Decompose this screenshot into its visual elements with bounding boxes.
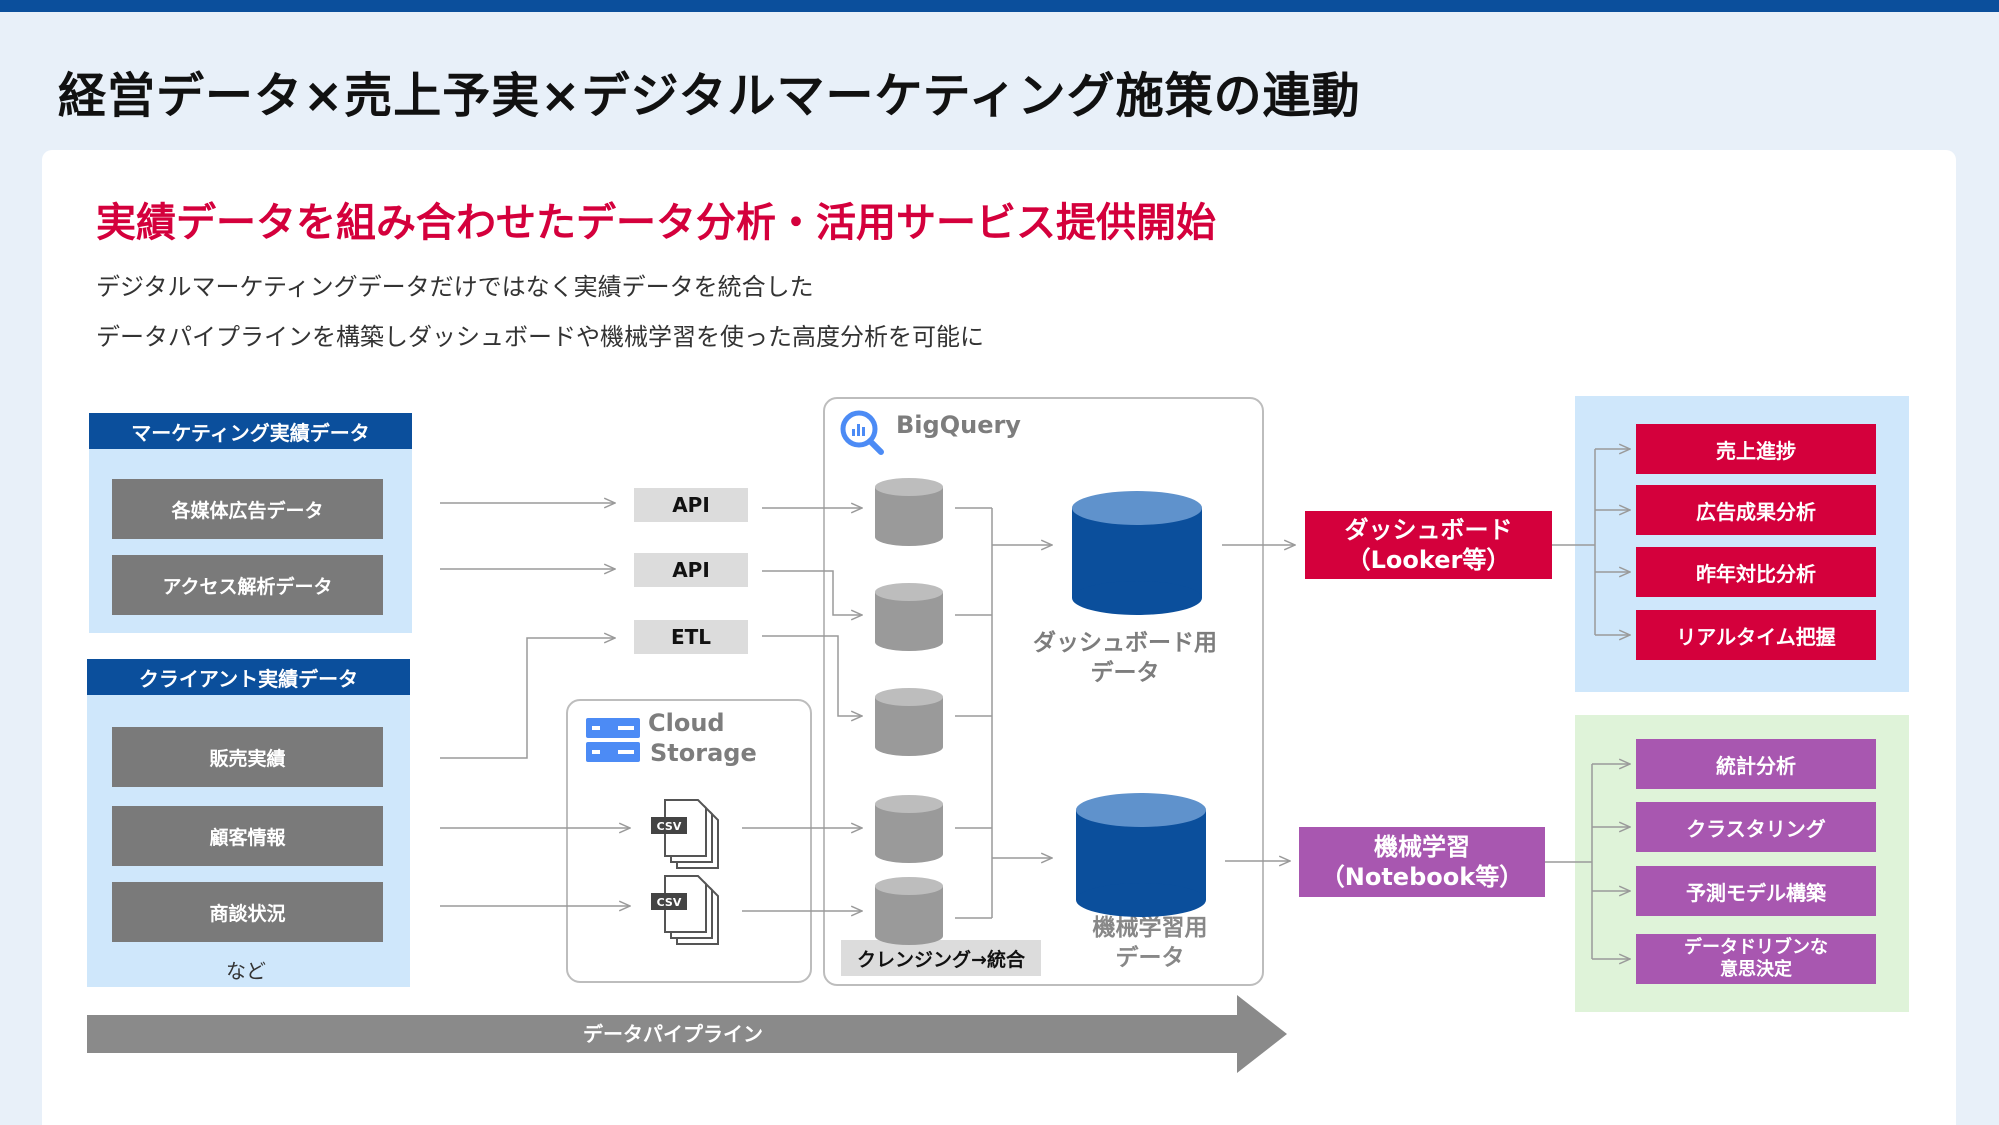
csv-badge-1	[651, 817, 687, 834]
output-data-driven-line-1: データドリブンな	[1684, 937, 1828, 958]
client-data-title: クライアント実績データ	[87, 659, 410, 695]
csv-label-2: CSV	[657, 896, 682, 909]
merge-lines	[955, 507, 1052, 919]
output-data-driven: データドリブンな 意思決定	[1636, 934, 1876, 984]
output-arrows	[1222, 449, 1630, 959]
source-item-deals: 商談状況	[112, 882, 383, 942]
ml-box: 機械学習 （Notebook等）	[1299, 827, 1545, 897]
staging-table-3	[875, 688, 943, 756]
bigquery-icon	[840, 410, 884, 455]
ml-data-label-1: 機械学習用	[1092, 915, 1208, 941]
dashboard-datamart-icon	[1072, 491, 1202, 615]
pipeline-label: データパイプライン	[583, 1022, 763, 1046]
source-item-analytics-data: アクセス解析データ	[112, 555, 383, 615]
csv-badge-2	[651, 893, 687, 910]
output-prediction: 予測モデル構築	[1636, 866, 1876, 916]
source-item-customer: 顧客情報	[112, 806, 383, 866]
connector-api-2: API	[634, 553, 748, 587]
staging-table-1	[875, 478, 943, 546]
output-clustering: クラスタリング	[1636, 802, 1876, 852]
source-item-sales: 販売実績	[112, 727, 383, 787]
cleansing-label: クレンジング→統合	[841, 940, 1041, 976]
staging-table-5	[875, 877, 943, 945]
page-title: 経営データ×売上予実×デジタルマーケティング施策の連動	[58, 68, 1361, 124]
pipeline-arrow	[87, 995, 1287, 1073]
dashboard-box-line-2: （Looker等）	[1346, 546, 1511, 574]
connector-api-1: API	[634, 488, 748, 522]
connector-etl: ETL	[634, 620, 748, 654]
staging-table-4	[875, 795, 943, 863]
output-yoy-analysis: 昨年対比分析	[1636, 547, 1876, 597]
dashboard-data-label-1: ダッシュボード用	[1033, 630, 1217, 656]
output-sales-progress: 売上進捗	[1636, 424, 1876, 474]
headline: 実績データを組み合わせたデータ分析・活用サービス提供開始	[96, 200, 1216, 246]
staging-tables	[875, 478, 943, 945]
source-note: など	[226, 959, 266, 983]
cloud-storage-title-2: Storage	[650, 739, 757, 767]
ml-data-label-2: データ	[1115, 945, 1185, 971]
output-realtime: リアルタイム把握	[1636, 610, 1876, 660]
top-accent-bar	[0, 0, 1999, 12]
staging-table-2	[875, 583, 943, 651]
output-statistics: 統計分析	[1636, 739, 1876, 789]
output-data-driven-line-2: 意思決定	[1720, 959, 1792, 980]
cloud-storage-icon	[586, 718, 640, 762]
description-line-2: データパイプラインを構築しダッシュボードや機械学習を使った高度分析を可能に	[96, 323, 984, 351]
output-ad-performance: 広告成果分析	[1636, 485, 1876, 535]
ml-datamart-icon	[1076, 793, 1206, 917]
dashboard-data-label-2: データ	[1090, 660, 1160, 686]
connector-arrows	[742, 508, 862, 911]
cloud-storage-title-1: Cloud	[648, 709, 725, 737]
ml-box-line-2: （Notebook等）	[1320, 863, 1524, 891]
ml-box-line-1: 機械学習	[1374, 833, 1470, 861]
bigquery-title: BigQuery	[896, 411, 1021, 439]
description-line-1: デジタルマーケティングデータだけではなく実績データを統合した	[96, 273, 814, 301]
marketing-data-title: マーケティング実績データ	[89, 413, 412, 449]
dashboard-box: ダッシュボード （Looker等）	[1305, 511, 1552, 579]
source-arrows	[440, 503, 630, 906]
dashboard-box-line-1: ダッシュボード	[1344, 516, 1513, 544]
source-item-ad-data: 各媒体広告データ	[112, 479, 383, 539]
csv-label-1: CSV	[657, 820, 682, 833]
